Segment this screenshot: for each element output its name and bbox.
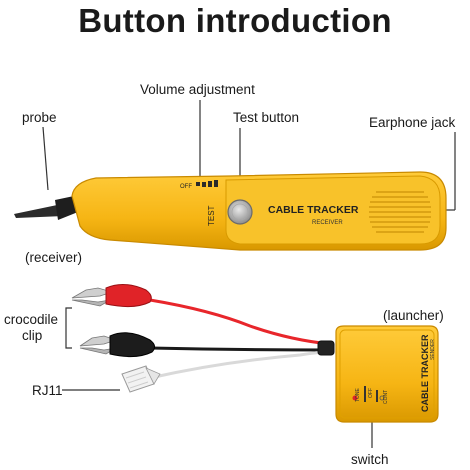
receiver-label: (receiver) [25,250,83,265]
receiver-brand: CABLE TRACKER [268,204,359,216]
white-wire [148,350,332,380]
volume-adjustment-label: Volume adjustment [140,82,255,97]
rj11-plug [121,365,161,393]
off-text: OFF [180,184,192,190]
receiver-subbrand: RECEIVER [312,220,343,226]
black-wire [148,346,332,352]
test-text: TEST [207,205,216,226]
receiver-device: OFF TEST CABLE TRACKER RECEIVER [14,171,447,251]
mode-switch[interactable]: TONE OFF CONT [352,386,390,404]
mode-cont-label: CONT [383,390,389,404]
switch-label: switch [351,452,389,467]
speaker-grille [369,191,431,233]
page-title: Button introduction [78,2,392,39]
test-button-label: Test button [233,110,300,125]
crocodile-clip-label-line2: clip [22,328,43,343]
sender-subbrand: SENDER [430,339,436,360]
wires [148,298,335,380]
sender-brand: CABLE TRACKER [420,334,430,412]
probe-label: probe [22,110,57,125]
mode-off-label: OFF [368,388,374,398]
black-crocodile-clip [79,332,156,358]
red-crocodile-clip [71,284,152,308]
rj11-label: RJ11 [32,383,63,398]
crocodile-clip-label-line1: crocodile [4,312,59,327]
mode-tone-label: TONE [355,388,361,402]
sender-device: CABLE TRACKER SENDER TONE OFF CONT [335,325,439,423]
probe-tip [14,204,66,218]
earphone-jack-label: Earphone jack [369,115,456,130]
sender-body [335,325,439,423]
volume-dial [196,180,218,187]
launcher-label: (launcher) [383,308,444,323]
test-button[interactable] [227,199,253,225]
red-wire [148,298,332,346]
